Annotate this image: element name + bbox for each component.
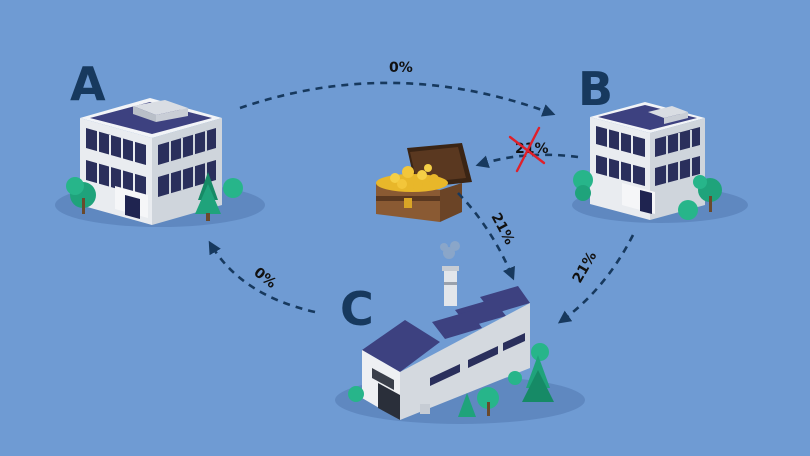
building-b — [572, 102, 748, 223]
building-c — [335, 241, 585, 424]
arrow-c-to-a — [208, 240, 316, 314]
treasure-chest-icon — [376, 143, 472, 222]
node-label-a: A — [70, 57, 106, 111]
node-label-b: B — [578, 62, 613, 116]
cross-out-icon — [508, 126, 546, 173]
node-label-c: C — [340, 282, 374, 336]
pct-b-to-treasure: 21% — [515, 141, 549, 157]
building-a — [55, 98, 265, 227]
pct-a-to-b: 0% — [389, 60, 413, 76]
pct-treasure-to-c: 21% — [487, 210, 517, 247]
pct-b-to-c: 21% — [570, 249, 601, 286]
arrow-a-to-b — [239, 81, 556, 117]
arrow-b-to-c — [557, 234, 635, 324]
